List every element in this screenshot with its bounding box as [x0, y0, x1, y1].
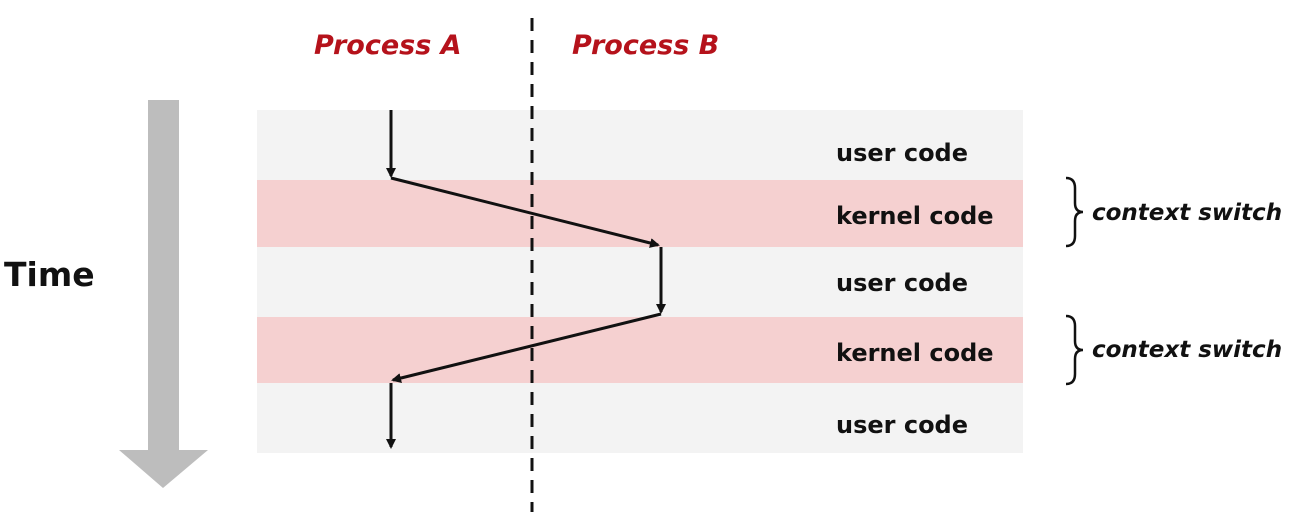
band-label: kernel code — [836, 339, 994, 367]
process-a-label: Process A — [314, 30, 462, 61]
process-b-label: Process B — [572, 30, 720, 61]
band-label: user code — [836, 269, 969, 297]
band-kernel-2 — [257, 317, 1023, 383]
execution-flow — [386, 110, 666, 449]
band-user-3 — [257, 383, 1023, 453]
band-kernel-1 — [257, 180, 1023, 247]
band-label: user code — [836, 411, 969, 439]
band-user-2 — [257, 247, 1023, 317]
flow-switch-a-to-b — [390, 176, 660, 248]
context-switch-label: context switch — [1092, 200, 1283, 226]
band-user-1 — [257, 110, 1023, 180]
flow-switch-b-to-a — [391, 312, 662, 383]
time-label: Time — [4, 255, 95, 294]
context-switch-label: context switch — [1092, 337, 1283, 363]
band-label: kernel code — [836, 202, 994, 230]
brace-icon — [1065, 314, 1084, 386]
band-label: user code — [836, 139, 969, 167]
time-arrow-icon — [119, 100, 208, 488]
brace-icon — [1065, 176, 1084, 248]
